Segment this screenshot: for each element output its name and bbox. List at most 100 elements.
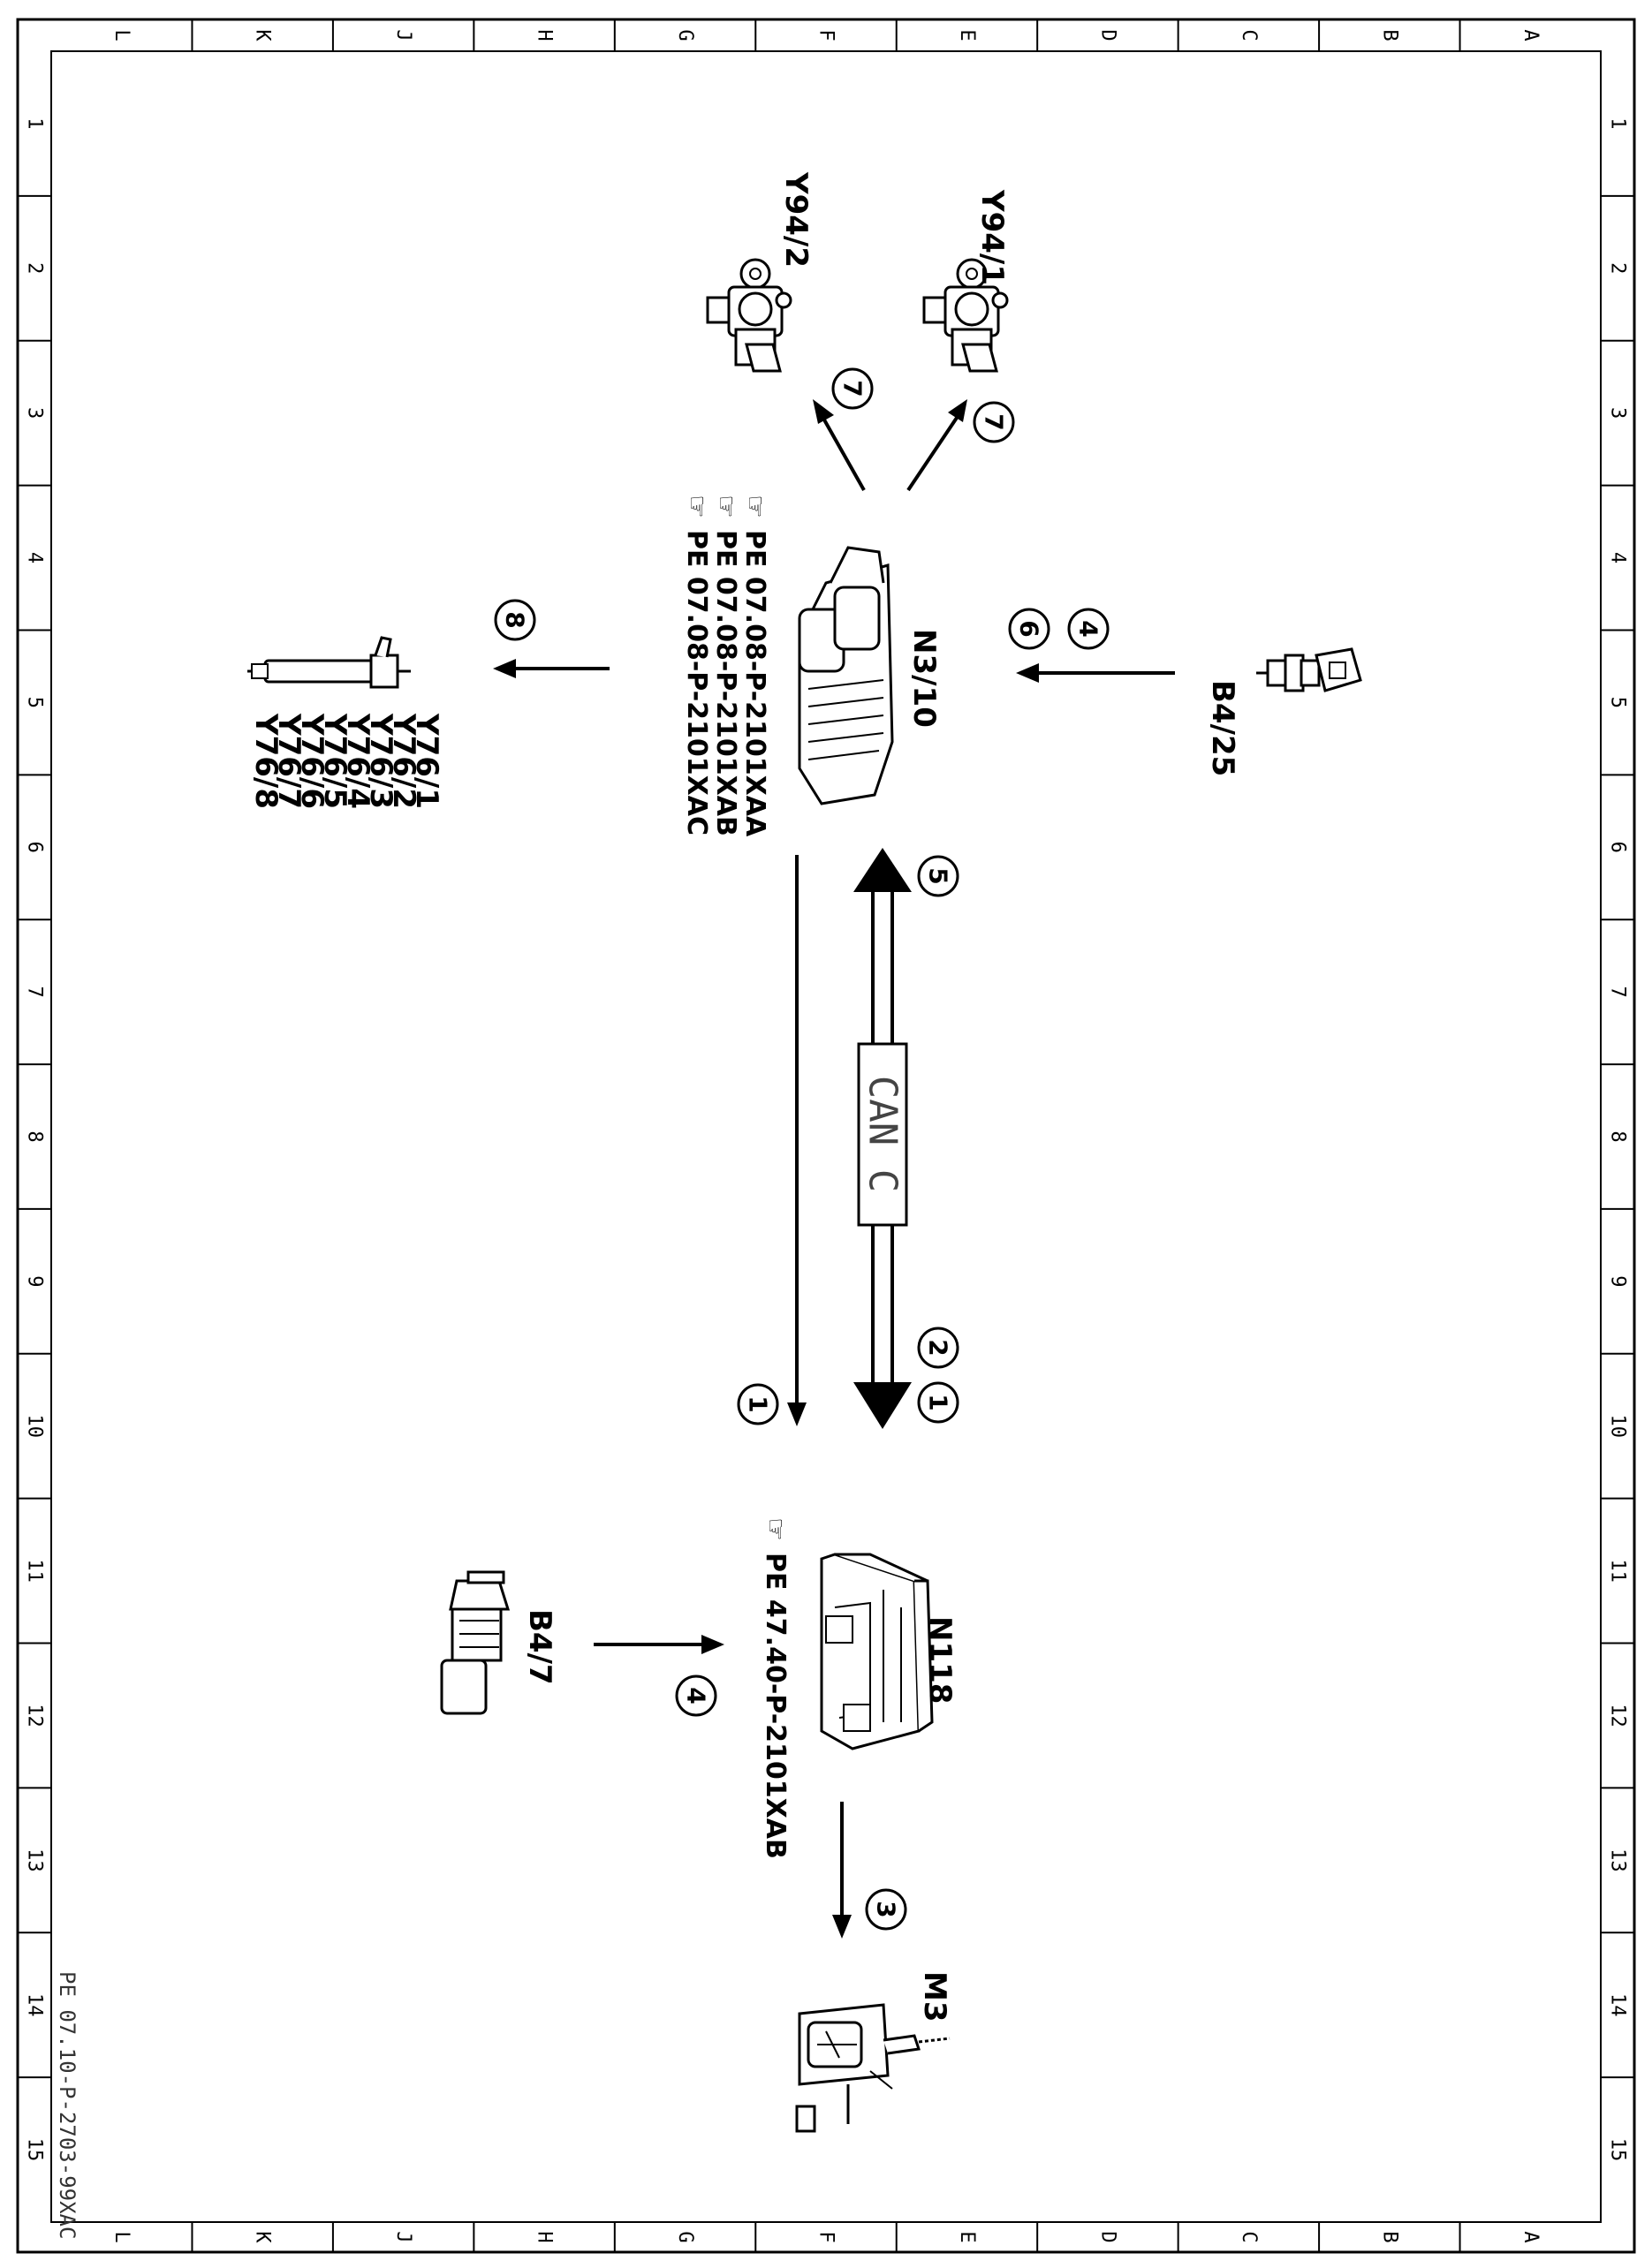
pressure-valve-y94-2-icon xyxy=(706,258,792,373)
frame-col-label: A xyxy=(1519,2231,1542,2242)
arrow-to-m3 xyxy=(832,1802,852,1939)
callout-5: 5 xyxy=(917,855,959,897)
frame-row-label: 5 xyxy=(24,697,46,708)
frame-col-label: B xyxy=(1378,29,1400,41)
frame-col-label: J xyxy=(392,2231,414,2242)
arrow-down-1 xyxy=(787,855,807,1426)
frame-grid-ticks xyxy=(18,19,1634,2252)
reference-n3-10-0: PE 07.08-P-2101XAA xyxy=(739,530,770,837)
frame-col-label: K xyxy=(252,29,274,42)
frame-row-label: 3 xyxy=(24,407,46,419)
reference-n118-0: PE 47.40-P-2101XAB xyxy=(760,1553,791,1859)
callout-6-b4-25: 6 xyxy=(1008,608,1050,650)
frame-row-label: 2 xyxy=(24,262,46,274)
pointer-icon: ☞ xyxy=(710,495,741,518)
frame-col-label: L xyxy=(110,2231,133,2242)
frame-row-label: 6 xyxy=(1607,842,1629,853)
frame-col-label: H xyxy=(534,2231,556,2242)
reference-n3-10-2: PE 07.08-P-2101XAC xyxy=(681,530,712,835)
frame-row-label: 7 xyxy=(1607,987,1629,998)
svg-text:7: 7 xyxy=(838,380,868,397)
callout-4-b4-25: 4 xyxy=(1067,608,1110,650)
frame-row-label: 1 xyxy=(1607,117,1629,129)
control-unit-n3-10-icon xyxy=(798,546,894,805)
control-unit-n118-icon xyxy=(820,1553,934,1750)
pointer-icon: ☞ xyxy=(739,495,770,518)
frame-col-label: E xyxy=(956,29,978,41)
frame-row-label: 8 xyxy=(1607,1130,1629,1142)
frame-row-label: 12 xyxy=(1607,1704,1629,1727)
frame-row-label: 14 xyxy=(24,1993,46,2017)
frame-row-label: 3 xyxy=(1607,407,1629,419)
frame-row-label: 10 xyxy=(24,1414,46,1438)
frame-row-label: 15 xyxy=(1607,2138,1629,2162)
frame-col-label: G xyxy=(674,29,696,41)
pressure-valve-y94-1-icon xyxy=(922,258,1009,373)
references-n3-10: ☞ PE 07.08-P-2101XAA ☞ PE 07.08-P-2101XA… xyxy=(681,495,770,837)
label-y76-7: Y76/7 xyxy=(271,713,307,809)
frame-col-label: C xyxy=(1238,2231,1260,2242)
reference-n3-10-1: PE 07.08-P-2101XAB xyxy=(710,530,741,836)
frame-row-label: 9 xyxy=(1607,1275,1629,1287)
label-n118: N118 xyxy=(922,1616,958,1704)
frame-row-label: 12 xyxy=(24,1704,46,1727)
frame-row-label: 13 xyxy=(1607,1848,1629,1872)
callout-4-b4-7: 4 xyxy=(675,1675,717,1717)
callout-3: 3 xyxy=(865,1888,907,1931)
label-y76-8: Y76/8 xyxy=(248,713,284,809)
svg-text:1: 1 xyxy=(744,1395,773,1412)
frame-col-label: D xyxy=(1096,2231,1118,2242)
frame-col-label: K xyxy=(252,2231,274,2243)
arrow-to-y94-1 xyxy=(906,399,967,492)
references-n118: ☞ PE 47.40-P-2101XAB xyxy=(760,1517,791,1859)
footer-code: PE 07.10-P-2703-99XAC xyxy=(55,1971,80,2239)
label-y76-1: Y76/1 xyxy=(409,713,444,809)
callout-7-y94-2: 7 xyxy=(831,367,874,410)
label-y94-2: Y94/2 xyxy=(778,171,814,268)
can-bus: CAN C xyxy=(853,848,912,1429)
svg-text:5: 5 xyxy=(924,867,953,884)
arrow-from-b4-7 xyxy=(594,1635,724,1654)
svg-text:2: 2 xyxy=(924,1339,953,1356)
injector-y76-icon xyxy=(247,636,411,689)
frame-row-label: 4 xyxy=(24,552,46,563)
svg-text:4: 4 xyxy=(1074,620,1103,637)
frame-row-label: 1 xyxy=(24,117,46,129)
frame-row-label: 5 xyxy=(1607,697,1629,708)
frame-row-label: 11 xyxy=(24,1559,46,1583)
frame-row-label: 14 xyxy=(1607,1993,1629,2017)
frame-row-label: 10 xyxy=(1607,1414,1629,1438)
svg-text:6: 6 xyxy=(1015,620,1044,637)
frame-col-label: A xyxy=(1519,29,1542,41)
frame-col-label: C xyxy=(1238,29,1260,41)
frame-row-label: 6 xyxy=(24,842,46,853)
svg-text:8: 8 xyxy=(501,611,530,628)
label-m3: M3 xyxy=(917,1971,952,2022)
frame-col-label: E xyxy=(956,2231,978,2242)
frame-col-label: F xyxy=(815,2231,837,2242)
frame-row-label: 11 xyxy=(1607,1559,1629,1583)
frame-col-label: B xyxy=(1378,2231,1400,2242)
frame-col-label: F xyxy=(815,29,837,41)
callout-8: 8 xyxy=(494,599,536,641)
callout-1-can: 1 xyxy=(917,1381,959,1424)
frame-row-label: 13 xyxy=(24,1848,46,1872)
sensor-b4-7-icon xyxy=(440,1570,511,1715)
frame-row-label: 4 xyxy=(1607,552,1629,563)
pointer-icon: ☞ xyxy=(681,495,712,518)
arrow-from-b4-25 xyxy=(1016,663,1175,683)
label-n3-10: N3/10 xyxy=(906,629,942,728)
frame-col-label: D xyxy=(1096,29,1118,41)
frame-row-label: 2 xyxy=(1607,262,1629,274)
frame-row-label: 7 xyxy=(24,987,46,998)
arrow-to-y94-2 xyxy=(813,399,866,491)
label-b4-7: B4/7 xyxy=(522,1609,557,1685)
label-y76-5: Y76/5 xyxy=(317,713,352,809)
svg-text:7: 7 xyxy=(980,413,1009,430)
inner-frame xyxy=(50,50,1602,2223)
callout-2: 2 xyxy=(917,1327,959,1369)
svg-text:1: 1 xyxy=(924,1394,953,1410)
